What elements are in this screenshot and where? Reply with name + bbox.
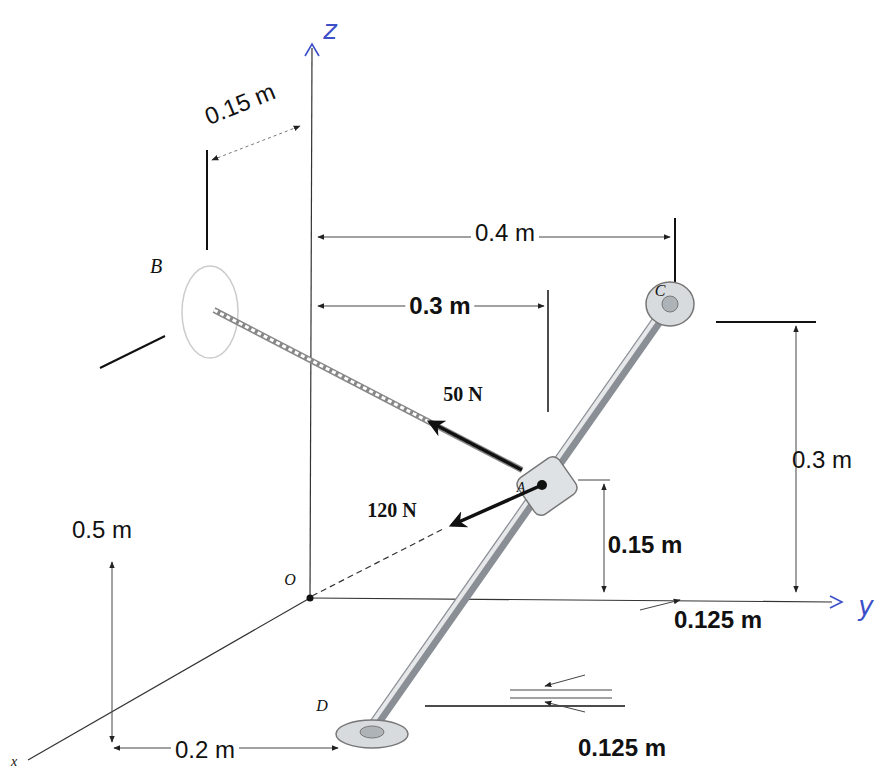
point-name: C <box>655 283 666 299</box>
cable <box>214 310 522 470</box>
ring-b <box>182 266 238 358</box>
axis-name: z <box>323 17 337 43</box>
dimension-text: 0.125 m <box>578 736 666 760</box>
dimension-text: 0.5 m <box>72 518 132 542</box>
dimension-text: 0.15 m <box>201 79 278 129</box>
axis-name: y <box>858 593 873 619</box>
dimension-text: 0.3 m <box>792 448 852 472</box>
dimension-text: 0.125 m <box>674 608 762 632</box>
dimension-lines <box>112 218 816 748</box>
flange-d <box>336 720 408 748</box>
dashed-line <box>312 528 445 596</box>
force-arrow <box>452 485 542 525</box>
force-arrow <box>430 422 522 470</box>
point-name: D <box>316 698 328 714</box>
cable-twist <box>214 310 522 470</box>
extension-line <box>206 150 208 250</box>
dimension-text: 0.4 m <box>471 220 539 246</box>
extension-line <box>100 336 165 368</box>
axes <box>28 48 832 760</box>
dimension-text: 0.3 m <box>405 293 474 319</box>
y-arrow <box>830 596 842 608</box>
force-label: 50 N <box>443 384 482 404</box>
dimension-text: 0.15 m <box>608 533 683 557</box>
z-arrow <box>305 44 319 56</box>
flange-c <box>646 282 694 326</box>
dimension-line <box>212 126 300 160</box>
collar <box>514 454 580 519</box>
point-name: A <box>517 481 526 495</box>
flange-hub <box>360 726 384 738</box>
force-label: 120 N <box>367 500 416 520</box>
axis-name: x <box>11 755 17 769</box>
point-name: O <box>284 572 296 588</box>
point-a <box>537 480 547 490</box>
dimension-text: 0.2 m <box>171 737 239 763</box>
point-name: B <box>150 256 162 276</box>
